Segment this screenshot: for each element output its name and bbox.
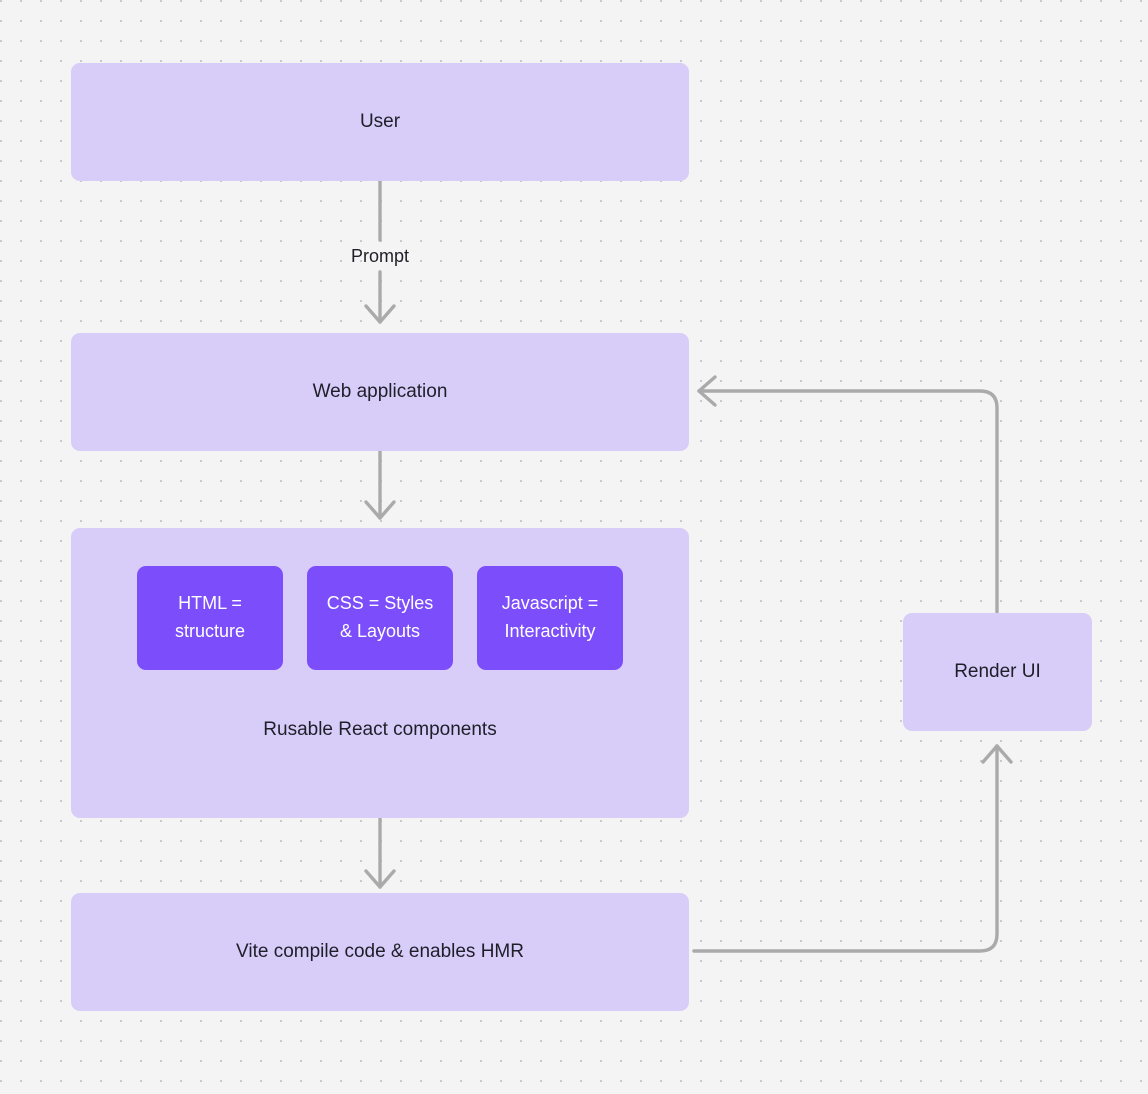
edge-label-prompt: Prompt [350,246,410,266]
arrowhead-web-to-components [364,500,396,520]
node-html[interactable]: HTML = structure [137,566,283,670]
arrowhead-vite-to-render [981,744,1013,764]
node-web-application-label: Web application [312,380,448,402]
node-css[interactable]: CSS = Styles & Layouts [307,566,453,670]
node-css-line2: & Layouts [339,621,421,641]
node-javascript[interactable]: Javascript = Interactivity [477,566,623,670]
node-vite-label: Vite compile code & enables HMR [236,940,524,962]
arrowhead-components-to-vite [364,869,396,889]
edge-vite-to-render [692,744,999,953]
node-css-label: CSS = Styles & Layouts [327,590,434,646]
node-css-line1: CSS = Styles [326,593,434,614]
node-javascript-line2: Interactivity [504,621,596,641]
node-javascript-label: Javascript = Interactivity [502,590,599,646]
edge-render-to-web [697,389,999,614]
node-components-group-label: Rusable React components [263,719,497,740]
node-user[interactable]: User [71,63,689,181]
node-html-line1: HTML = [178,593,242,614]
node-components-group[interactable]: HTML = structure CSS = Styles & Layouts Ja… [71,528,689,818]
node-html-line2: structure [174,621,246,641]
node-user-label: User [359,110,401,132]
node-render-ui-label: Render UI [954,660,1041,682]
arrowhead-prompt-to-web [364,304,396,324]
node-vite[interactable]: Vite compile code & enables HMR [71,893,689,1011]
node-render-ui[interactable]: Render UI [903,613,1092,731]
node-html-label: HTML = structure [175,590,245,646]
node-javascript-line1: Javascript = [501,593,599,614]
arrowhead-render-to-web [697,375,717,407]
node-web-application[interactable]: Web application [71,333,689,451]
